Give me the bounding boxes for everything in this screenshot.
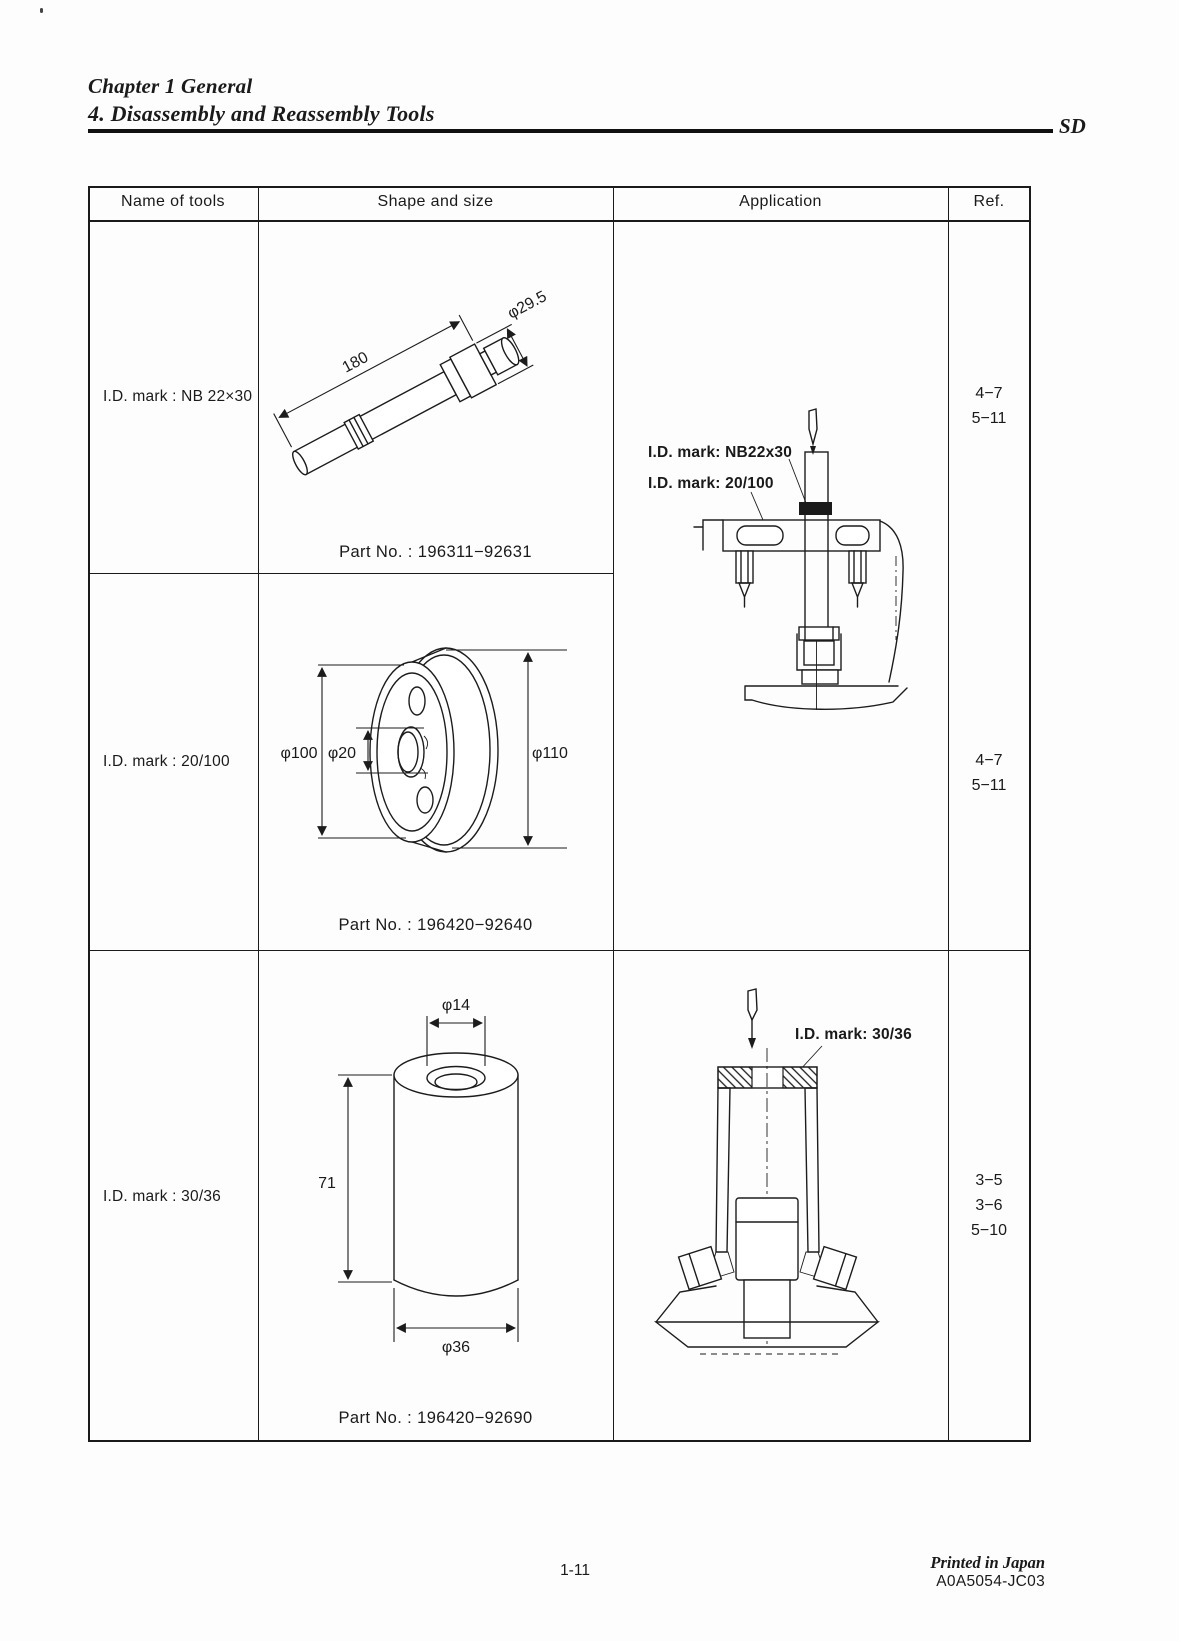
doc-code: A0A5054-JC03	[936, 1573, 1045, 1590]
dim-bore-14: φ14	[442, 997, 470, 1014]
tool-name-row1: I.D. mark : NB 22×30	[103, 388, 253, 405]
dim-flange-110: φ110	[532, 745, 568, 762]
ref-value: 4−7	[975, 385, 1003, 402]
ref-value: 4−7	[975, 752, 1003, 769]
column-header-name: Name of tools	[121, 193, 225, 210]
table-divider-application-ref	[948, 186, 950, 1442]
table-header-underline	[88, 220, 1031, 222]
tool-name-row2: I.D. mark : 20/100	[103, 753, 230, 770]
chapter-title: Chapter 1 General	[88, 74, 253, 98]
application-label-30-36: I.D. mark: 30/36	[795, 1026, 912, 1043]
drum-adapter-drawing: φ100 φ20 φ110	[280, 647, 568, 853]
pin-driver-drawing: 180 φ29.5	[273, 288, 550, 476]
table-border-left	[88, 186, 90, 1442]
printed-in-label: Printed in Japan	[930, 1553, 1045, 1572]
ref-value: 5−11	[971, 777, 1007, 794]
scan-speck	[40, 8, 43, 13]
page-number: 1-11	[560, 1562, 590, 1579]
application-label-20-100: I.D. mark: 20/100	[648, 475, 774, 492]
dim-height-71: 71	[318, 1175, 336, 1192]
ref-value: 3−5	[975, 1172, 1003, 1189]
ref-row2: 4−7 5−11	[948, 748, 1030, 798]
table-border-bottom	[88, 1440, 1031, 1442]
column-header-application: Application	[739, 193, 822, 210]
table-row-divider-2	[88, 950, 1031, 952]
column-header-shape: Shape and size	[377, 193, 494, 210]
table-border-top	[88, 186, 1031, 188]
table-divider-shape-application	[613, 186, 615, 1442]
dim-outer-100: φ100	[280, 745, 317, 762]
edge-label: SD	[1059, 114, 1086, 138]
ref-row1: 4−7 5−11	[948, 381, 1030, 431]
dim-bore-20: φ20	[328, 745, 356, 762]
table-border-right	[1029, 186, 1031, 1442]
table-divider-name-shape	[258, 186, 260, 1442]
cylinder-tool-drawing: φ14 71 φ36	[318, 997, 519, 1356]
header-rule	[88, 129, 1053, 133]
dim-head-dia: φ29.5	[505, 288, 550, 323]
ref-row3: 3−5 3−6 5−10	[948, 1168, 1030, 1243]
tool-name-row3: I.D. mark : 30/36	[103, 1188, 221, 1205]
table-row-divider-1	[88, 573, 614, 575]
ref-value: 3−6	[975, 1197, 1003, 1214]
dim-outer-36: φ36	[442, 1339, 470, 1356]
part-no-row1: Part No. : 196311−92631	[339, 543, 532, 561]
part-no-row3: Part No. : 196420−92690	[338, 1409, 533, 1427]
application-label-nb22x30: I.D. mark: NB22x30	[648, 444, 793, 461]
ref-value: 5−10	[970, 1222, 1008, 1239]
ref-value: 5−11	[971, 410, 1007, 427]
section-title: 4. Disassembly and Reassembly Tools	[88, 101, 435, 126]
dim-length-180: 180	[340, 349, 372, 377]
part-no-row2: Part No. : 196420−92640	[338, 916, 533, 934]
column-header-ref: Ref.	[973, 193, 1005, 210]
